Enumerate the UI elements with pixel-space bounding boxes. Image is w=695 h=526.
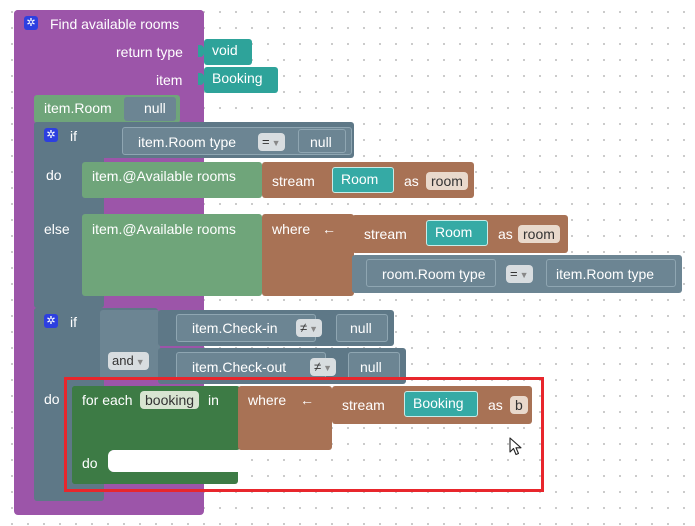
where-label: where: [272, 221, 311, 237]
where-cond-left[interactable]: room.Room type: [382, 266, 486, 282]
function-title: Find available rooms: [50, 16, 180, 32]
available-rooms-set-else[interactable]: [82, 214, 262, 296]
foreach-var[interactable]: booking: [140, 391, 200, 409]
gear-icon[interactable]: ✲: [44, 128, 58, 142]
as-var[interactable]: room: [426, 172, 468, 190]
as-label: as: [404, 173, 419, 189]
stream-type-2[interactable]: Booking: [404, 391, 478, 417]
param-label: item: [156, 72, 183, 88]
else-label: else: [44, 221, 70, 237]
stream-type-else[interactable]: Room: [426, 220, 488, 246]
cond1-left[interactable]: item.Check-in: [192, 320, 278, 336]
stream-type[interactable]: Room: [332, 167, 394, 193]
cond2-op[interactable]: ≠▼: [310, 358, 337, 376]
collection-label-else: item.@Available rooms: [92, 221, 236, 237]
where-cond-op[interactable]: =▼: [506, 265, 533, 283]
cond1-right[interactable]: null: [350, 320, 372, 336]
if2-keyword: if: [70, 314, 77, 330]
do-label: do: [46, 167, 62, 183]
as-label-else: as: [498, 226, 513, 242]
where-cond-right[interactable]: item.Room type: [556, 266, 655, 282]
stream-label: stream: [272, 173, 315, 189]
cond2-left[interactable]: item.Check-out: [192, 359, 287, 375]
mouse-cursor-icon: [509, 437, 522, 456]
where-arrow: ←: [322, 221, 336, 237]
where-block[interactable]: [262, 214, 354, 296]
gear-icon[interactable]: ✲: [44, 314, 58, 328]
foreach-in: in: [208, 392, 219, 408]
stream-label-2: stream: [342, 397, 385, 413]
where-block-2[interactable]: [238, 386, 332, 450]
assign-label: item.Room: [44, 100, 112, 116]
available-rooms-set[interactable]: [82, 162, 262, 198]
join-operator[interactable]: and▼: [108, 352, 149, 370]
param-value[interactable]: Booking: [204, 67, 278, 93]
gear-icon[interactable]: ✲: [24, 16, 38, 30]
stream-label-else: stream: [364, 226, 407, 242]
where-arrow-2: ←: [300, 392, 314, 408]
if1-right[interactable]: null: [310, 134, 332, 150]
where-label-2: where: [248, 392, 287, 408]
assign-value[interactable]: null: [144, 100, 166, 116]
collection-label: item.@Available rooms: [92, 168, 236, 184]
if1-left[interactable]: item.Room type: [138, 134, 237, 150]
if1-operator[interactable]: =▼: [258, 133, 285, 151]
highlight-frame: [64, 377, 544, 492]
if-keyword: if: [70, 128, 77, 144]
cond1-op[interactable]: ≠▼: [296, 319, 323, 337]
cond2-right[interactable]: null: [360, 359, 382, 375]
return-type-label: return type: [116, 44, 183, 60]
return-type-value[interactable]: void: [204, 39, 252, 65]
as-var-else[interactable]: room: [518, 225, 560, 243]
as-label-2: as: [488, 397, 503, 413]
foreach-label: for each: [82, 392, 133, 408]
as-var-2[interactable]: b: [510, 396, 528, 414]
do-label-2: do: [44, 391, 60, 407]
foreach-do: do: [82, 455, 98, 471]
